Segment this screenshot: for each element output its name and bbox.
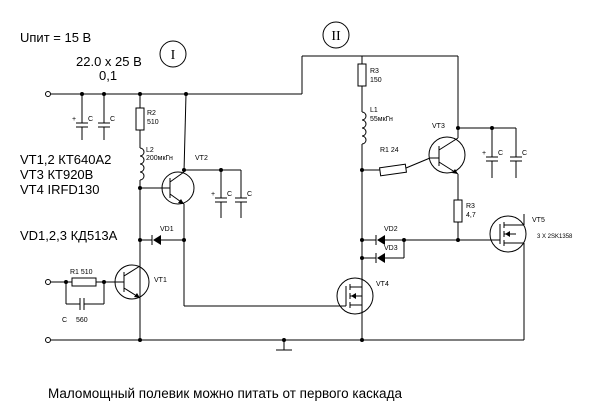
vd1-label: VD1 <box>160 226 174 233</box>
cap-label: C <box>498 150 503 157</box>
r3-bottom-name: R3 <box>466 203 475 210</box>
input-capacitor-ceramic: C <box>98 92 115 140</box>
vt2-capacitor-electrolytic: + C <box>211 168 232 218</box>
vt4-label: VT4 <box>376 281 389 288</box>
vt2-label: VT2 <box>195 155 208 162</box>
vt3-capacitor-electrolytic: + C <box>482 126 503 178</box>
plus-sign: + <box>211 191 215 198</box>
diode-vd1: VD1 <box>138 226 186 245</box>
l2-name: L2 <box>146 147 154 154</box>
diode-vd3: VD3 <box>360 238 406 263</box>
vt5-spec: 3 Х 2SK1358 <box>537 234 573 240</box>
vt2-capacitor-ceramic: C <box>235 170 252 218</box>
resistor-r1-input: R1 510 <box>66 269 106 287</box>
transistor-vt1: VT1 <box>104 264 167 300</box>
stage-marker-1: I <box>159 40 187 68</box>
input-capacitor-electrolytic: + C <box>72 92 93 140</box>
transistor-vt3: VT3 <box>428 123 466 175</box>
input-capacitor-value: 0,1 <box>99 68 117 83</box>
inductor-l2: L2 200мкГн <box>138 147 173 190</box>
vt1-label: VT1 <box>154 277 167 284</box>
transistor-vt2: VT2 <box>160 155 208 205</box>
cap-label: C <box>247 191 252 198</box>
supply-voltage-label: Uпит = 15 В <box>20 30 91 45</box>
l2-value: 200мкГн <box>146 155 173 162</box>
r1-24-label: R1 24 <box>380 147 399 154</box>
input-capacitor-rating: 22.0 х 25 В <box>76 54 142 69</box>
cap-label: C <box>110 116 115 123</box>
vt5-label: VT5 <box>532 217 545 224</box>
l1-value: 55мкГн <box>370 116 393 123</box>
ground-bus <box>45 250 525 351</box>
cap-label: C <box>227 191 232 198</box>
r3-top-value: 150 <box>370 77 382 84</box>
diode-spec: VD1,2,3 КД513А <box>20 228 118 243</box>
transistor-vt4: VT4 <box>336 277 389 315</box>
vt3-label: VT3 <box>432 123 445 130</box>
transistor-vt5: VT5 3 Х 2SK1358 <box>489 214 573 253</box>
input-terminal <box>45 279 68 285</box>
supply-rail <box>45 55 459 128</box>
plus-sign: + <box>72 116 76 123</box>
l1-name: L1 <box>370 107 378 114</box>
r2-name: R2 <box>147 110 156 117</box>
resistor-r1-24: R1 24 <box>362 147 431 177</box>
r1-input-label: R1 510 <box>70 269 93 276</box>
plus-sign: + <box>482 150 486 157</box>
vt3-capacitor-ceramic: C <box>510 128 527 178</box>
c560-name: C <box>62 317 67 324</box>
cap-label: C <box>88 116 93 123</box>
resistor-r3-top: R3 150 <box>357 63 382 112</box>
stage-marker-2-label: II <box>331 29 341 44</box>
stage-marker-1-label: I <box>171 48 176 63</box>
r3-top-name: R3 <box>370 68 379 75</box>
vt2-collector-wire <box>183 93 187 173</box>
r3-bottom-value: 4,7 <box>466 212 476 219</box>
parts-list-vt3: VT3 КТ920В <box>20 167 93 182</box>
vd2-label: VD2 <box>384 226 398 233</box>
resistor-r2: R2 510 <box>135 92 159 148</box>
parts-list-vt4: VT4 IRFD130 <box>20 182 99 197</box>
stage-marker-2: II <box>322 21 350 49</box>
cap-label: C <box>522 150 527 157</box>
capacitor-c560: C 560 <box>62 282 105 324</box>
resistor-r3-bottom: R3 4,7 <box>453 199 476 242</box>
parts-list-vt12: VT1,2 КТ640А2 <box>20 152 111 167</box>
c560-value: 560 <box>76 317 88 324</box>
inductor-l1: L1 55мкГн <box>360 107 393 172</box>
r2-value: 510 <box>147 119 159 126</box>
caption: Маломощный полевик можно питать от перво… <box>48 386 402 401</box>
vd3-label: VD3 <box>384 245 398 252</box>
diode-vd2: VD2 <box>360 226 458 245</box>
